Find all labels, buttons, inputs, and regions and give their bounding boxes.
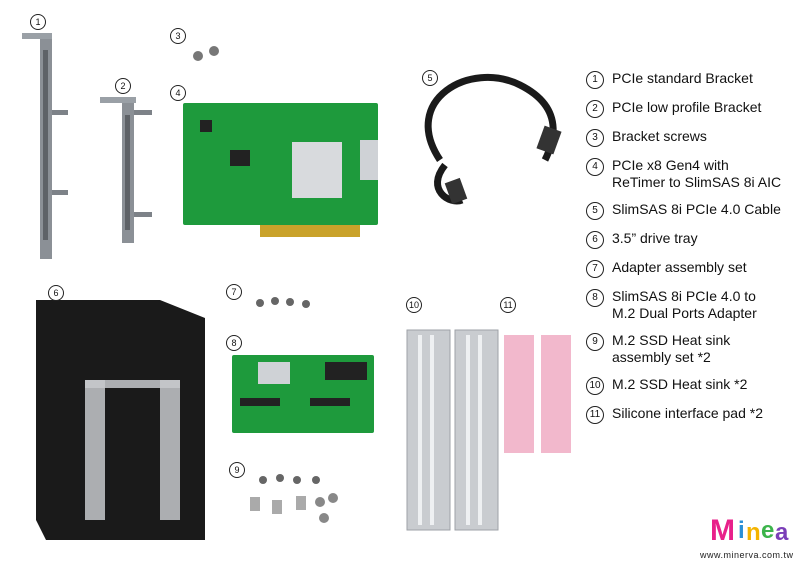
legend-text: Adapter assembly set: [612, 259, 747, 275]
callout-3: 3: [170, 28, 186, 44]
legend-text: PCIe x8 Gen4 with ReTimer to SlimSAS 8i …: [612, 157, 782, 190]
m2-heatsinks: [406, 329, 499, 531]
legend-number: 8: [586, 289, 604, 307]
legend-text: 3.5” drive tray: [612, 230, 698, 246]
bracket-screws: [193, 46, 219, 61]
low-profile-bracket: [100, 97, 152, 243]
legend-item-1: 1 PCIe standard Bracket: [586, 70, 796, 89]
drive-tray: [36, 300, 205, 540]
standard-bracket: [22, 33, 68, 259]
callout-7: 7: [226, 284, 242, 300]
legend-item-4: 4 PCIe x8 Gen4 with ReTimer to SlimSAS 8…: [586, 157, 796, 191]
legend-text: SlimSAS 8i PCIe 4.0 to M.2 Dual Ports Ad…: [612, 288, 757, 321]
legend-number: 9: [586, 333, 604, 351]
legend-item-8: 8 SlimSAS 8i PCIe 4.0 to M.2 Dual Ports …: [586, 288, 796, 322]
callout-1: 1: [30, 14, 46, 30]
m2-adapter-board: [232, 355, 374, 433]
silicone-pads: [504, 335, 571, 453]
legend-text: PCIe standard Bracket: [612, 70, 753, 86]
svg-text:e: e: [761, 517, 774, 544]
callout-9: 9: [229, 462, 245, 478]
legend-item-2: 2 PCIe low profile Bracket: [586, 99, 796, 118]
callout-11: 11: [500, 297, 516, 313]
legend-item-6: 6 3.5” drive tray: [586, 230, 796, 249]
legend-number: 11: [586, 406, 604, 424]
website-url[interactable]: www.minerva.com.tw: [700, 550, 794, 560]
callout-10: 10: [406, 297, 422, 313]
legend-number: 5: [586, 202, 604, 220]
svg-text:M: M: [710, 514, 735, 547]
legend-text: Bracket screws: [612, 128, 707, 144]
slimsas-cable: [424, 73, 562, 205]
legend-number: 4: [586, 158, 604, 176]
callout-4: 4: [170, 85, 186, 101]
legend-text: PCIe low profile Bracket: [612, 99, 762, 115]
adapter-assembly-set: [256, 297, 310, 308]
legend-text: SlimSAS 8i PCIe 4.0 Cable: [612, 201, 781, 217]
svg-text:i: i: [738, 517, 745, 544]
legend-number: 10: [586, 377, 604, 395]
legend-text: M.2 SSD Heat sink assembly set *2: [612, 332, 731, 365]
svg-text:n: n: [746, 519, 761, 546]
legend-text: M.2 SSD Heat sink *2: [612, 376, 748, 392]
legend-item-7: 7 Adapter assembly set: [586, 259, 796, 278]
callout-5: 5: [422, 70, 438, 86]
aic-card: [183, 103, 378, 237]
svg-text:a: a: [775, 519, 789, 546]
minerva-logo: M i n e a: [710, 514, 789, 547]
legend-number: 7: [586, 260, 604, 278]
legend-text: Silicone interface pad *2: [612, 405, 763, 421]
legend-item-10: 10 M.2 SSD Heat sink *2: [586, 376, 796, 395]
legend-number: 6: [586, 231, 604, 249]
heatsink-assembly-set: [250, 474, 338, 523]
callout-8: 8: [226, 335, 242, 351]
legend-item-9: 9 M.2 SSD Heat sink assembly set *2: [586, 332, 796, 366]
legend-item-3: 3 Bracket screws: [586, 128, 796, 147]
legend-number: 1: [586, 71, 604, 89]
legend-number: 2: [586, 100, 604, 118]
legend-item-5: 5 SlimSAS 8i PCIe 4.0 Cable: [586, 201, 796, 220]
legend-item-11: 11 Silicone interface pad *2: [586, 405, 796, 424]
legend-number: 3: [586, 129, 604, 147]
callout-6: 6: [48, 285, 64, 301]
callout-2: 2: [115, 78, 131, 94]
legend: 1 PCIe standard Bracket 2 PCIe low profi…: [586, 70, 796, 434]
